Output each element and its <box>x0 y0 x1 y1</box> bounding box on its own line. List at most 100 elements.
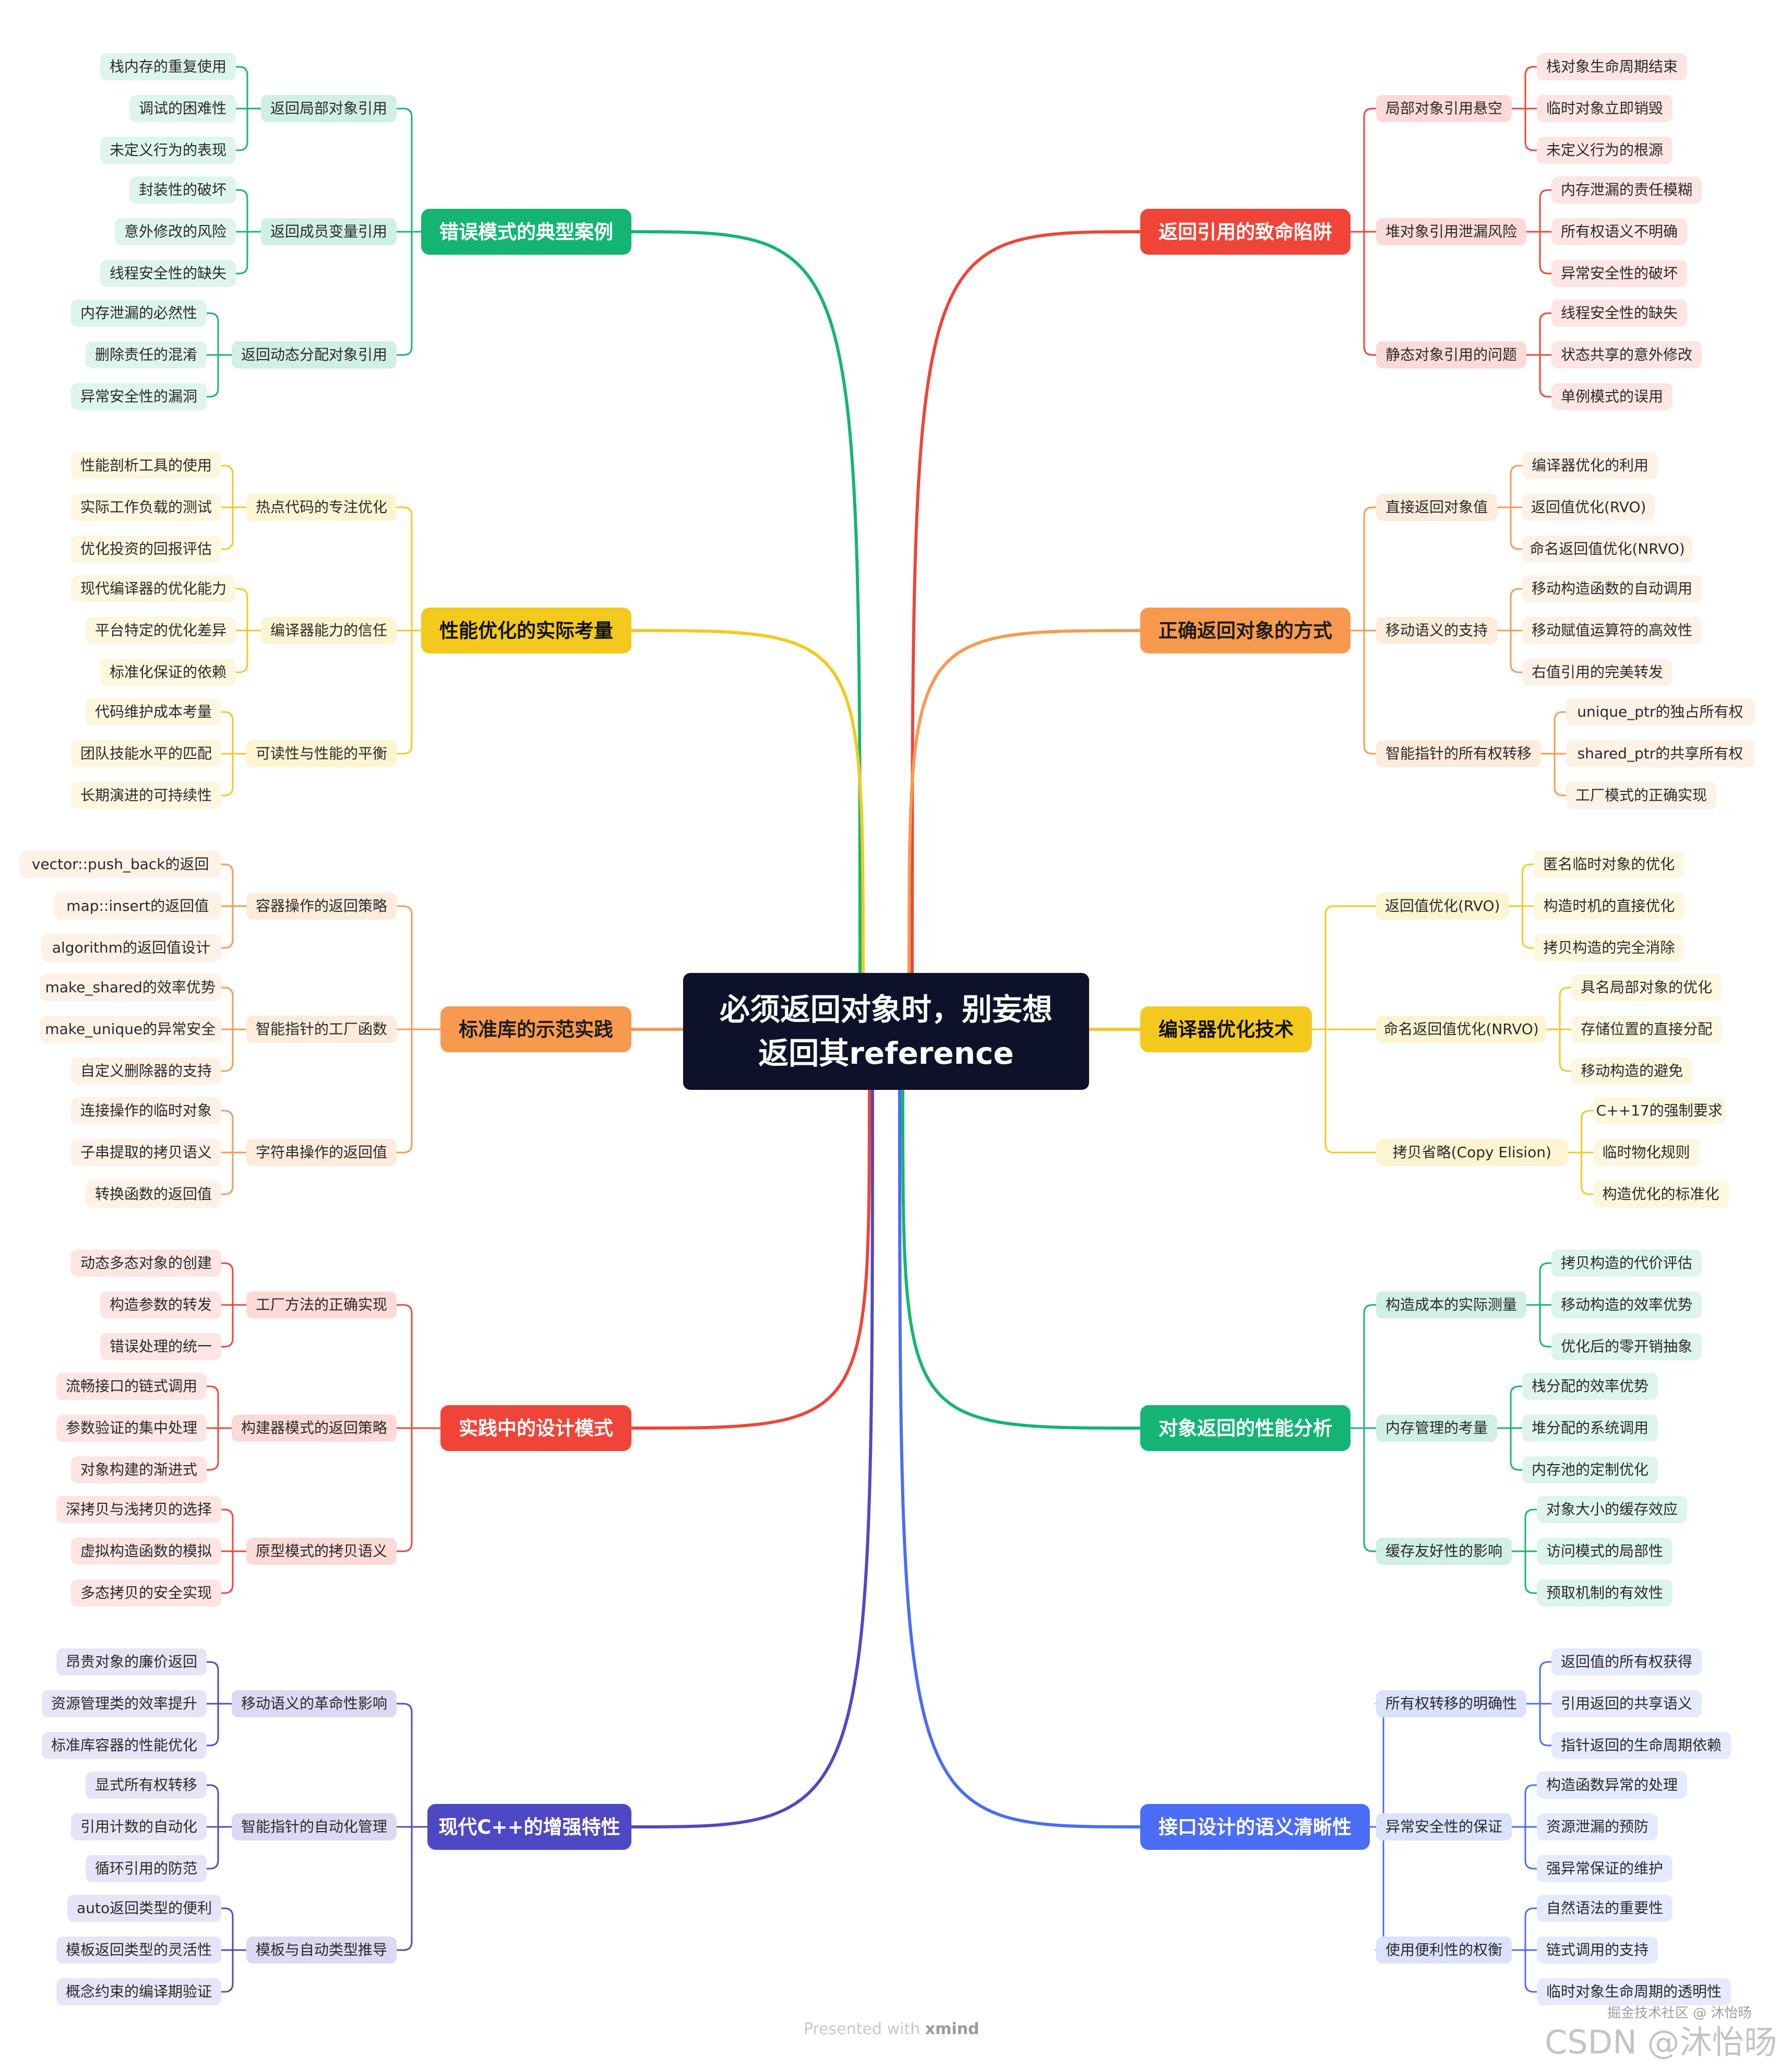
leaf-topic-4-2-0[interactable]: auto返回类型的便利 <box>67 1895 221 1922</box>
leaf-topic-3-1-2[interactable]: 对象构建的渐进式 <box>71 1456 207 1483</box>
leaf-topic-5-2-0[interactable]: 线程安全性的缺失 <box>1551 300 1687 327</box>
subtopic-9-2[interactable]: 使用便利性的权衡 <box>1376 1937 1512 1964</box>
subtopic-8-2[interactable]: 缓存友好性的影响 <box>1376 1538 1512 1565</box>
leaf-topic-6-0-2[interactable]: 命名返回值优化(NRVO) <box>1522 536 1693 563</box>
leaf-topic-9-2-2[interactable]: 临时对象生命周期的透明性 <box>1537 1978 1731 2005</box>
leaf-topic-2-1-1[interactable]: make_unique的异常安全 <box>39 1016 221 1043</box>
leaf-topic-9-1-0[interactable]: 构造函数异常的处理 <box>1537 1772 1687 1799</box>
leaf-topic-4-1-2[interactable]: 循环引用的防范 <box>86 1855 207 1882</box>
leaf-topic-0-1-2[interactable]: 线程安全性的缺失 <box>100 260 236 287</box>
leaf-topic-3-2-1[interactable]: 虚拟构造函数的模拟 <box>71 1538 221 1565</box>
leaf-topic-3-1-1[interactable]: 参数验证的集中处理 <box>56 1415 207 1442</box>
subtopic-2-1[interactable]: 智能指针的工厂函数 <box>246 1016 397 1043</box>
subtopic-5-1[interactable]: 堆对象引用泄漏风险 <box>1376 218 1526 245</box>
leaf-topic-3-0-1[interactable]: 构造参数的转发 <box>100 1291 221 1318</box>
leaf-topic-6-0-0[interactable]: 编译器优化的利用 <box>1522 452 1658 479</box>
main-topic-7[interactable]: 编译器优化技术 <box>1140 1006 1312 1052</box>
leaf-topic-4-2-1[interactable]: 模板返回类型的灵活性 <box>56 1937 221 1964</box>
subtopic-7-0[interactable]: 返回值优化(RVO) <box>1376 893 1509 920</box>
leaf-topic-9-0-2[interactable]: 指针返回的生命周期依赖 <box>1551 1732 1731 1759</box>
leaf-topic-8-0-2[interactable]: 优化后的零开销抽象 <box>1551 1333 1702 1360</box>
subtopic-7-1[interactable]: 命名返回值优化(NRVO) <box>1376 1016 1547 1043</box>
leaf-topic-9-1-1[interactable]: 资源泄漏的预防 <box>1537 1813 1658 1840</box>
leaf-topic-0-1-0[interactable]: 封装性的破坏 <box>129 176 236 204</box>
subtopic-2-2[interactable]: 字符串操作的返回值 <box>246 1139 397 1166</box>
leaf-topic-1-2-2[interactable]: 长期演进的可持续性 <box>71 782 221 809</box>
leaf-topic-5-1-0[interactable]: 内存泄漏的责任模糊 <box>1551 176 1702 204</box>
leaf-topic-4-1-0[interactable]: 显式所有权转移 <box>86 1772 207 1799</box>
subtopic-1-2[interactable]: 可读性与性能的平衡 <box>246 740 397 767</box>
subtopic-1-0[interactable]: 热点代码的专注优化 <box>246 494 397 521</box>
leaf-topic-5-2-1[interactable]: 状态共享的意外修改 <box>1551 341 1702 369</box>
leaf-topic-7-1-1[interactable]: 存储位置的直接分配 <box>1571 1016 1722 1043</box>
leaf-topic-4-0-1[interactable]: 资源管理类的效率提升 <box>42 1690 207 1717</box>
leaf-topic-7-2-0[interactable]: C++17的强制要求 <box>1593 1097 1726 1124</box>
leaf-topic-1-2-0[interactable]: 代码维护成本考量 <box>86 698 221 726</box>
leaf-topic-8-1-2[interactable]: 内存池的定制优化 <box>1522 1456 1658 1483</box>
leaf-topic-6-2-1[interactable]: shared_ptr的共享所有权 <box>1566 740 1754 767</box>
subtopic-6-0[interactable]: 直接返回对象值 <box>1376 494 1497 521</box>
leaf-topic-8-1-0[interactable]: 栈分配的效率优势 <box>1522 1373 1658 1400</box>
subtopic-4-2[interactable]: 模板与自动类型推导 <box>246 1937 397 1964</box>
subtopic-1-1[interactable]: 编译器能力的信任 <box>261 617 397 644</box>
leaf-topic-8-0-0[interactable]: 拷贝构造的代价评估 <box>1551 1250 1702 1277</box>
subtopic-5-2[interactable]: 静态对象引用的问题 <box>1376 341 1526 369</box>
leaf-topic-8-2-2[interactable]: 预取机制的有效性 <box>1537 1579 1672 1607</box>
leaf-topic-2-0-2[interactable]: algorithm的返回值设计 <box>41 934 221 961</box>
leaf-topic-0-0-2[interactable]: 未定义行为的表现 <box>100 137 236 164</box>
subtopic-0-2[interactable]: 返回动态分配对象引用 <box>232 341 397 369</box>
subtopic-3-1[interactable]: 构建器模式的返回策略 <box>232 1415 397 1442</box>
leaf-topic-3-2-2[interactable]: 多态拷贝的安全实现 <box>71 1579 221 1607</box>
leaf-topic-5-0-1[interactable]: 临时对象立即销毁 <box>1537 95 1672 122</box>
leaf-topic-0-2-1[interactable]: 删除责任的混淆 <box>86 341 207 369</box>
leaf-topic-1-0-1[interactable]: 实际工作负载的测试 <box>71 494 221 521</box>
leaf-topic-1-0-2[interactable]: 优化投资的回报评估 <box>71 536 221 563</box>
subtopic-8-1[interactable]: 内存管理的考量 <box>1376 1415 1497 1442</box>
leaf-topic-4-0-2[interactable]: 标准库容器的性能优化 <box>42 1732 207 1759</box>
leaf-topic-3-0-2[interactable]: 错误处理的统一 <box>100 1333 221 1360</box>
leaf-topic-0-2-2[interactable]: 异常安全性的漏洞 <box>71 383 207 410</box>
subtopic-3-0[interactable]: 工厂方法的正确实现 <box>246 1291 397 1318</box>
subtopic-6-1[interactable]: 移动语义的支持 <box>1376 617 1497 644</box>
subtopic-0-0[interactable]: 返回局部对象引用 <box>261 95 397 122</box>
subtopic-2-0[interactable]: 容器操作的返回策略 <box>246 893 397 920</box>
leaf-topic-5-1-2[interactable]: 异常安全性的破坏 <box>1551 260 1687 287</box>
leaf-topic-2-2-2[interactable]: 转换函数的返回值 <box>86 1181 221 1208</box>
subtopic-4-0[interactable]: 移动语义的革命性影响 <box>232 1690 397 1717</box>
leaf-topic-6-1-0[interactable]: 移动构造函数的自动调用 <box>1522 575 1702 602</box>
leaf-topic-3-2-0[interactable]: 深拷贝与浅拷贝的选择 <box>56 1496 221 1523</box>
subtopic-8-0[interactable]: 构造成本的实际测量 <box>1376 1291 1526 1318</box>
leaf-topic-5-0-2[interactable]: 未定义行为的根源 <box>1537 137 1672 164</box>
leaf-topic-3-0-0[interactable]: 动态多态对象的创建 <box>71 1250 221 1277</box>
leaf-topic-2-0-1[interactable]: map::insert的返回值 <box>54 893 221 920</box>
leaf-topic-7-0-1[interactable]: 构造时机的直接优化 <box>1534 893 1685 920</box>
leaf-topic-2-1-2[interactable]: 自定义删除器的支持 <box>71 1058 221 1085</box>
leaf-topic-8-1-1[interactable]: 堆分配的系统调用 <box>1522 1415 1658 1442</box>
leaf-topic-6-2-0[interactable]: unique_ptr的独占所有权 <box>1566 698 1754 726</box>
main-topic-9[interactable]: 接口设计的语义清晰性 <box>1140 1804 1370 1850</box>
leaf-topic-5-2-2[interactable]: 单例模式的误用 <box>1551 383 1672 410</box>
leaf-topic-8-0-1[interactable]: 移动构造的效率优势 <box>1551 1291 1702 1318</box>
leaf-topic-4-1-1[interactable]: 引用计数的自动化 <box>71 1813 207 1840</box>
subtopic-9-1[interactable]: 异常安全性的保证 <box>1376 1813 1512 1840</box>
subtopic-3-2[interactable]: 原型模式的拷贝语义 <box>246 1538 397 1565</box>
leaf-topic-7-0-0[interactable]: 匿名临时对象的优化 <box>1534 851 1685 878</box>
leaf-topic-8-2-1[interactable]: 访问模式的局部性 <box>1537 1538 1672 1565</box>
leaf-topic-9-1-2[interactable]: 强异常保证的维护 <box>1537 1855 1672 1882</box>
leaf-topic-5-1-1[interactable]: 所有权语义不明确 <box>1551 218 1687 245</box>
leaf-topic-0-2-0[interactable]: 内存泄漏的必然性 <box>71 300 207 327</box>
leaf-topic-9-0-0[interactable]: 返回值的所有权获得 <box>1551 1648 1702 1676</box>
leaf-topic-4-0-0[interactable]: 昂贵对象的廉价返回 <box>56 1648 207 1676</box>
leaf-topic-1-1-0[interactable]: 现代编译器的优化能力 <box>71 575 236 602</box>
leaf-topic-9-2-0[interactable]: 自然语法的重要性 <box>1537 1895 1672 1922</box>
leaf-topic-2-2-1[interactable]: 子串提取的拷贝语义 <box>71 1139 221 1166</box>
leaf-topic-6-2-2[interactable]: 工厂模式的正确实现 <box>1566 782 1716 809</box>
main-topic-4[interactable]: 现代C++的增强特性 <box>427 1804 631 1850</box>
leaf-topic-7-0-2[interactable]: 拷贝构造的完全消除 <box>1534 934 1685 961</box>
leaf-topic-1-0-0[interactable]: 性能剖析工具的使用 <box>71 452 221 479</box>
leaf-topic-2-2-0[interactable]: 连接操作的临时对象 <box>71 1097 221 1124</box>
main-topic-8[interactable]: 对象返回的性能分析 <box>1140 1405 1351 1451</box>
main-topic-3[interactable]: 实践中的设计模式 <box>440 1405 631 1451</box>
main-topic-2[interactable]: 标准库的示范实践 <box>440 1006 631 1052</box>
leaf-topic-6-1-1[interactable]: 移动赋值运算符的高效性 <box>1522 617 1702 644</box>
